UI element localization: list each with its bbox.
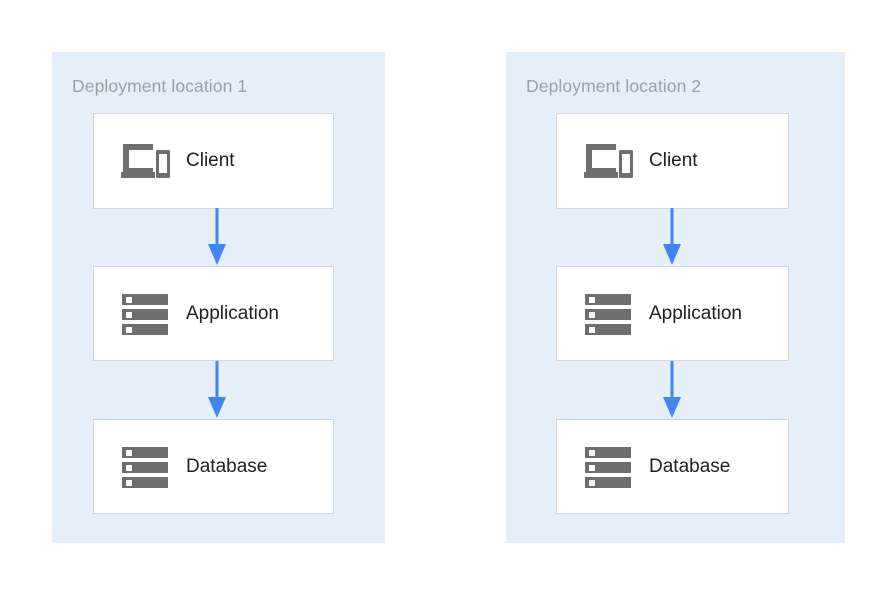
deployment-location-2-application-label: Application <box>649 302 742 324</box>
deployment-location-2-title: Deployment location 2 <box>526 76 702 96</box>
deployment-location-2-client-node[interactable]: Client <box>556 113 789 209</box>
deployment-location-1-title: Deployment location 1 <box>72 76 248 96</box>
arrow-application-to-database-2 <box>659 361 685 419</box>
arrow-application-to-database-1 <box>204 361 230 419</box>
deployment-location-1-database-label: Database <box>186 455 268 477</box>
deployment-location-1-client-label: Client <box>186 150 235 171</box>
server-rack-icon <box>579 286 637 342</box>
server-rack-icon <box>579 439 637 495</box>
deployment-location-2-application-node[interactable]: Application <box>556 266 789 361</box>
arrow-client-to-application-2 <box>659 208 685 266</box>
deployment-location-2-client-label: Client <box>649 150 698 171</box>
deployment-location-2-database-label: Database <box>649 455 731 477</box>
deployment-location-1-application-node[interactable]: Application <box>93 266 334 361</box>
arrow-client-to-application-1 <box>204 208 230 266</box>
deployment-location-1-application-label: Application <box>186 302 279 324</box>
deployment-location-1-database-node[interactable]: Database <box>93 419 334 514</box>
deployment-location-2-database-node[interactable]: Database <box>556 419 789 514</box>
deployment-location-1-client-node[interactable]: Client <box>93 113 334 209</box>
devices-icon <box>579 133 637 189</box>
server-rack-icon <box>116 439 174 495</box>
devices-icon <box>116 133 174 189</box>
server-rack-icon <box>116 286 174 342</box>
